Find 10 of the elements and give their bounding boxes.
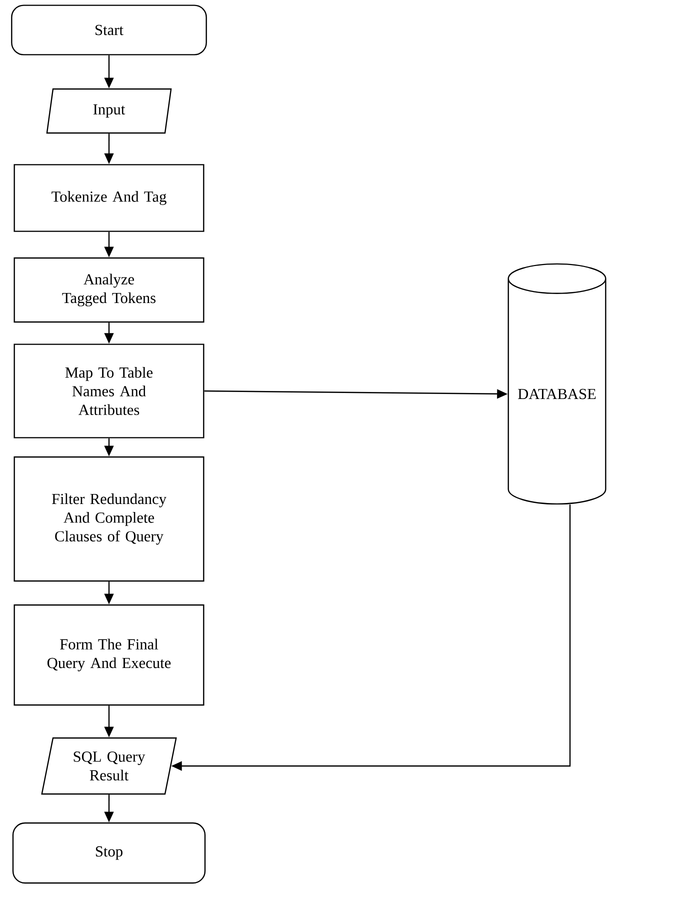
terminal-box: Stop [12,822,206,884]
process-box: Tokenize And Tag [14,164,204,232]
database-cylinder: DATABASE [508,263,606,505]
input-output-box: Input [46,88,172,134]
process-box: Analyze Tagged Tokens [14,257,204,323]
input-output-box: SQL Query Result [41,737,177,795]
process-box: Filter Redundancy And Complete Clauses of Query [14,456,204,582]
terminal-box: Start [11,4,207,56]
process-box: Map To Table Names And Attributes [14,344,204,438]
process-box: Form The Final Query And Execute [14,604,204,706]
